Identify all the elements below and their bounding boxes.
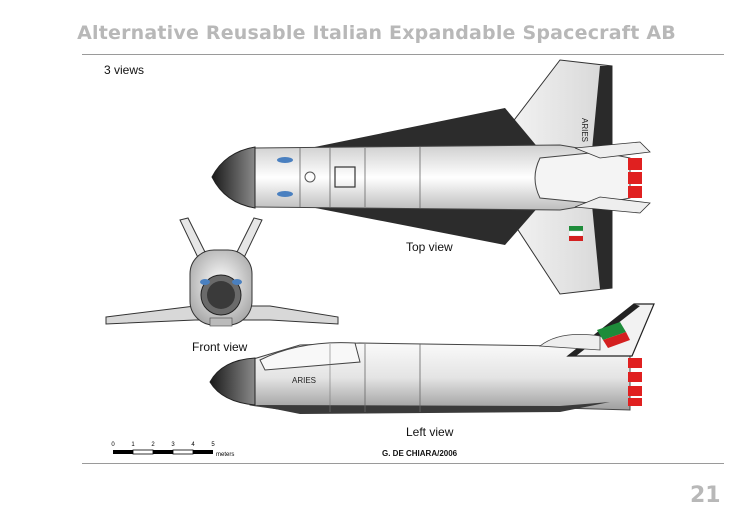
top-view-nose bbox=[211, 146, 256, 209]
top-view-nozzle bbox=[628, 158, 642, 170]
left-view-drawing bbox=[209, 303, 655, 414]
scale-tick: 0 bbox=[111, 442, 115, 448]
top-view-nozzle bbox=[628, 172, 642, 184]
upper-wing-edge bbox=[592, 66, 612, 150]
top-view-engine-pod bbox=[534, 151, 631, 205]
left-view-nozzle bbox=[628, 386, 642, 396]
scale-tick: 2 bbox=[151, 442, 155, 448]
top-view-label: Top view bbox=[406, 240, 453, 254]
front-view-drawing bbox=[105, 217, 339, 327]
left-view-nose bbox=[209, 357, 256, 406]
left-view-nozzle bbox=[628, 358, 642, 368]
wing-marking-aries: ARIES bbox=[580, 118, 589, 142]
left-view-nozzle bbox=[628, 398, 642, 406]
flag-green bbox=[569, 226, 583, 231]
scale-bar: 0 1 2 3 4 5 meters bbox=[111, 442, 234, 458]
subtitle-3-views: 3 views bbox=[104, 63, 145, 77]
scale-tick: 3 bbox=[171, 442, 175, 448]
top-view-drawing bbox=[211, 59, 651, 295]
scale-unit: meters bbox=[216, 452, 234, 458]
scale-tick: 1 bbox=[131, 442, 135, 448]
scale-tick: 5 bbox=[211, 442, 215, 448]
hull-marking-aries: ARIES bbox=[292, 376, 316, 385]
flag-red bbox=[569, 236, 583, 241]
top-rule bbox=[82, 54, 724, 55]
top-view-upper-strake bbox=[300, 108, 540, 150]
left-view-nozzle bbox=[628, 372, 642, 382]
scale-tick: 4 bbox=[191, 442, 195, 448]
left-view-label: Left view bbox=[406, 425, 454, 439]
author-credit: G. DE CHIARA/2006 bbox=[382, 449, 458, 458]
lower-wing-edge bbox=[592, 205, 612, 289]
slide-title: Alternative Reusable Italian Expandable … bbox=[77, 22, 676, 44]
top-view-lower-strake bbox=[300, 205, 540, 245]
bottom-rule bbox=[82, 463, 724, 464]
top-view-nozzle bbox=[628, 186, 642, 198]
page-number: 21 bbox=[690, 483, 721, 508]
front-view-label: Front view bbox=[192, 340, 248, 354]
